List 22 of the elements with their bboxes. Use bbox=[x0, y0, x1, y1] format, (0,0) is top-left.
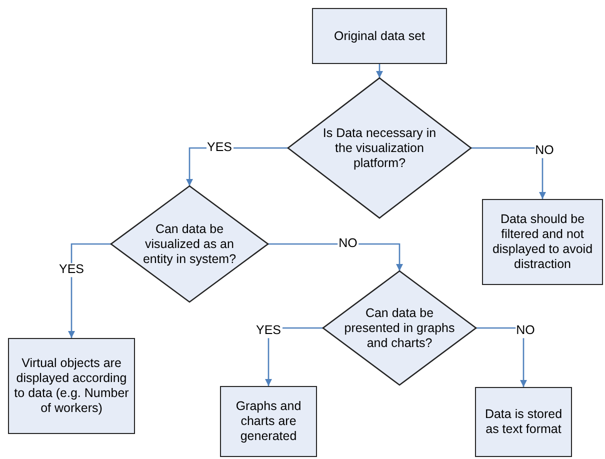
process-box bbox=[482, 199, 603, 285]
arrow bbox=[471, 147, 546, 199]
arrow bbox=[476, 327, 527, 387]
node-text: Data is stored as text format bbox=[484, 407, 564, 437]
node-text: Data should be filtered and not displayed to avoid distraction bbox=[491, 212, 594, 272]
process-box bbox=[312, 8, 447, 64]
arrow bbox=[68, 243, 111, 338]
edge-label: NO bbox=[534, 144, 555, 158]
node-text: Graphs and charts are generated bbox=[234, 399, 302, 444]
edge-label: YES bbox=[255, 324, 282, 338]
process-box bbox=[220, 386, 317, 457]
edge-label: NO bbox=[515, 324, 536, 338]
process-box bbox=[8, 338, 135, 434]
node-text: Can data be presented in graphs and charts? bbox=[343, 306, 456, 350]
node-text: Virtual objects are displayed according to data (e.g. Number of workers) bbox=[13, 356, 130, 416]
arrow bbox=[268, 243, 403, 271]
node-text: Can data be visualized as an entity in system? bbox=[142, 222, 238, 266]
edge-label: YES bbox=[58, 263, 85, 277]
node-text: Original data set bbox=[334, 28, 426, 44]
arrow bbox=[376, 64, 383, 78]
node-text: Is Data necessary in the visualization platform? bbox=[322, 126, 438, 170]
process-box bbox=[475, 387, 572, 457]
